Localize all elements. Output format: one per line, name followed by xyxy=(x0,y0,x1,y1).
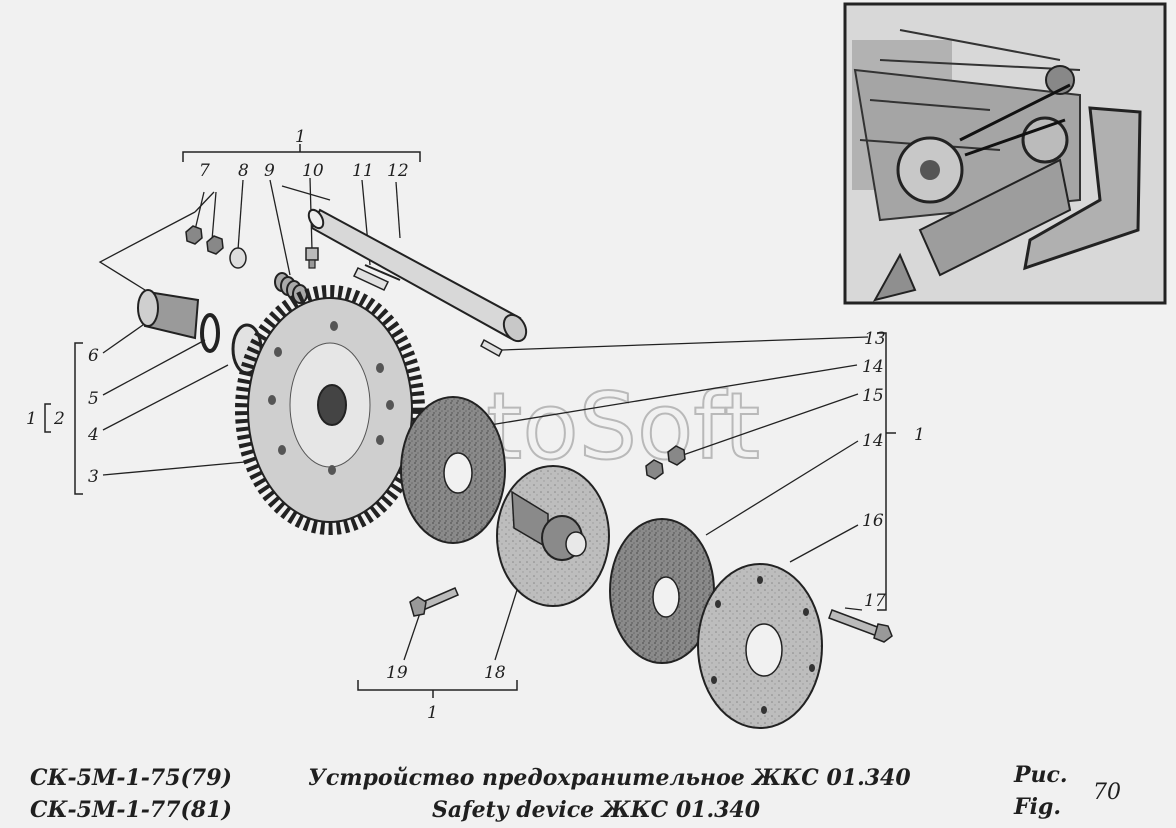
ring-part-5 xyxy=(200,313,220,353)
callout-16: 16 xyxy=(862,511,884,531)
callout-5: 5 xyxy=(88,389,99,409)
callout-14-upper: 14 xyxy=(862,357,884,377)
callout-11: 11 xyxy=(352,161,374,181)
callout-9: 9 xyxy=(264,161,275,181)
washer-part-8 xyxy=(229,247,247,269)
bolt-part-19 xyxy=(409,587,459,617)
friction-disc-part-14-left xyxy=(400,396,506,544)
callout-1-right: 1 xyxy=(914,425,925,445)
callout-17: 17 xyxy=(864,591,886,611)
key-part-13 xyxy=(480,338,503,358)
figure-label-ru: Рис. xyxy=(1014,762,1068,788)
callout-labels: 1 7 8 9 10 11 12 6 5 1 2 4 3 13 14 15 1 … xyxy=(26,127,925,723)
nuts-part-15 xyxy=(645,445,686,480)
callout-1-top: 1 xyxy=(295,127,306,147)
bushing-part-6 xyxy=(137,289,200,340)
callout-15: 15 xyxy=(862,386,884,406)
fitting-part-10 xyxy=(305,247,319,269)
model-code-1: СК-5М-1-75(79) xyxy=(30,765,232,791)
callout-1-left: 1 xyxy=(26,409,37,429)
title-russian: Устройство предохранительное ЖКС 01.340 xyxy=(308,765,911,791)
nuts-part-7 xyxy=(185,225,224,255)
key-part-11 xyxy=(352,267,390,291)
callout-4: 4 xyxy=(87,425,99,445)
callout-19: 19 xyxy=(386,663,408,683)
callout-2: 2 xyxy=(53,409,65,429)
callout-10: 10 xyxy=(302,161,324,181)
callout-1-bottom: 1 xyxy=(427,703,438,723)
inset-machine-photo xyxy=(843,2,1167,305)
hub-disc-part-18 xyxy=(496,465,610,607)
callout-12: 12 xyxy=(387,161,409,181)
model-code-2: СК-5М-1-77(81) xyxy=(30,797,232,823)
callout-13: 13 xyxy=(864,329,886,349)
title-english: Safety device ЖКС 01.340 xyxy=(432,797,761,823)
leader-lines xyxy=(98,177,869,661)
sprocket-part-3 xyxy=(235,285,425,535)
bracket-lines xyxy=(44,144,896,698)
bolt-part-17 xyxy=(828,609,893,643)
spring-part-9 xyxy=(274,272,308,304)
callout-14-lower: 14 xyxy=(862,431,884,451)
shaft-part-12 xyxy=(307,208,528,343)
callout-18: 18 xyxy=(484,663,506,683)
figure-number: 70 xyxy=(1093,780,1121,805)
callout-7: 7 xyxy=(199,161,210,181)
callout-6: 6 xyxy=(88,346,99,366)
callout-3: 3 xyxy=(88,467,99,487)
callout-8: 8 xyxy=(238,161,249,181)
figure-label-en: Fig. xyxy=(1014,794,1062,820)
pressure-plate-part-16 xyxy=(697,563,823,729)
